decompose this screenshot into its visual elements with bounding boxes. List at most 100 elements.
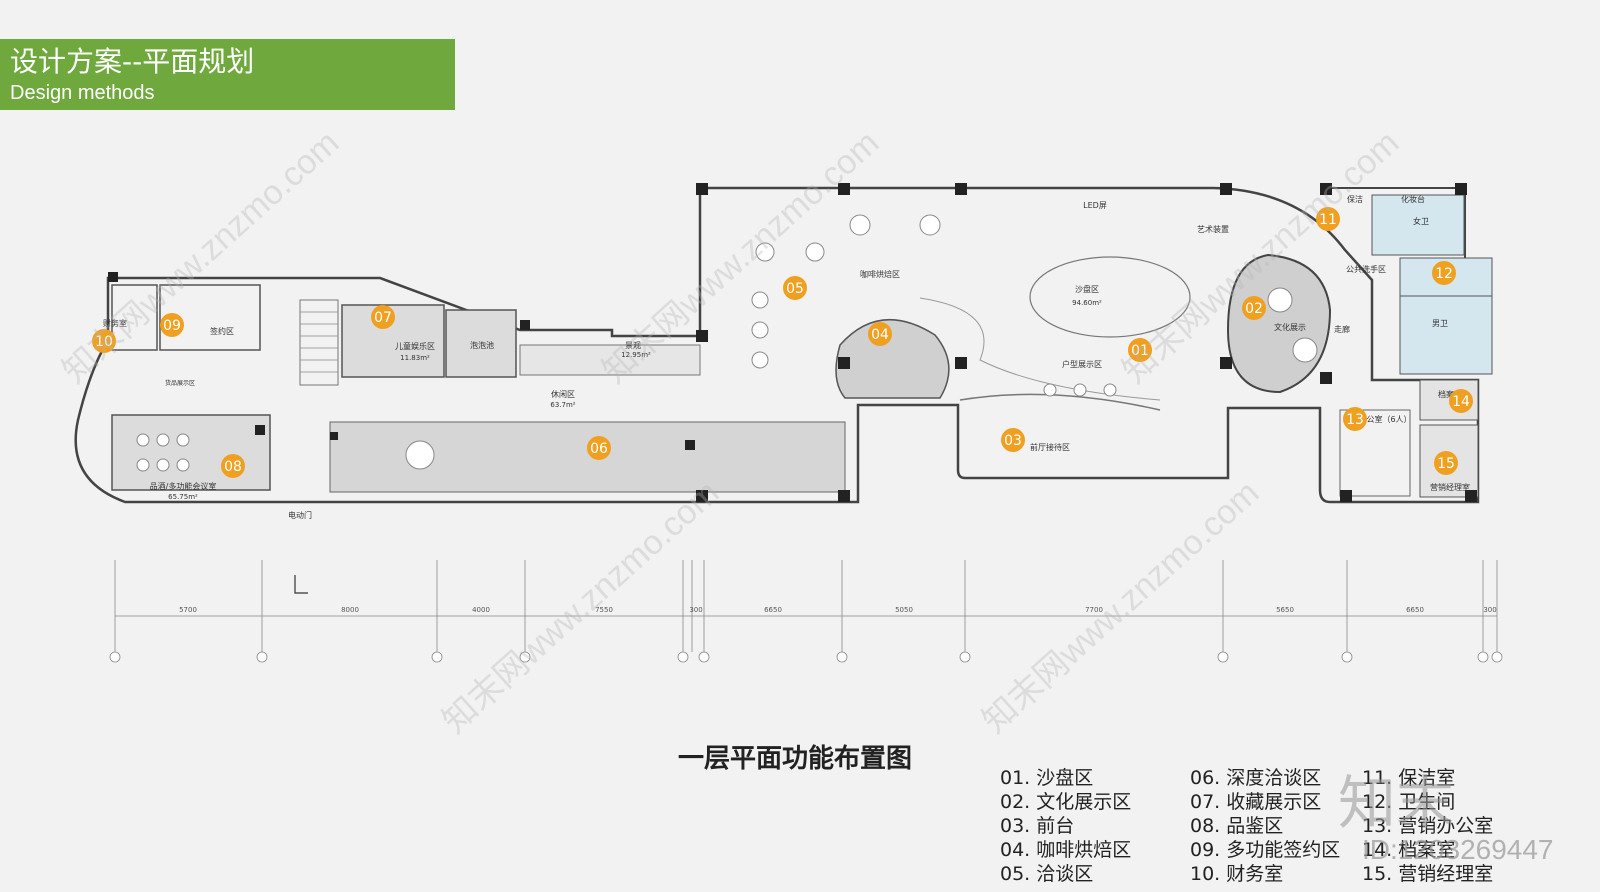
marker-05: 05	[783, 276, 807, 300]
label-door: 电动门	[288, 510, 312, 520]
label-office: 办公室（6人）	[1358, 414, 1411, 424]
floor-plan: 沙盘区 94.60m² 咖啡烘焙区 LED屏 艺术装置 文化展示 户型展示区 前…	[74, 183, 1503, 663]
marker-07: 07	[371, 305, 395, 329]
legend-col-2: 06. 深度洽谈区 07. 收藏展示区 08. 品鉴区 09. 多功能签约区 1…	[1190, 766, 1340, 886]
svg-text:13: 13	[1346, 412, 1364, 428]
label-art-install: 艺术装置	[1197, 224, 1229, 234]
sand-table	[1029, 256, 1191, 338]
reception-curve	[959, 393, 1161, 411]
svg-text:02: 02	[1245, 301, 1263, 317]
label-male-wc: 男卫	[1432, 319, 1448, 328]
label-female-wc: 女卫	[1413, 216, 1429, 226]
label-corridor: 走廊	[1334, 324, 1350, 334]
label-tasting-area: 65.75m²	[168, 493, 198, 501]
legend-item: 06. 深度洽谈区	[1190, 767, 1322, 789]
axis-bubbles	[109, 651, 1503, 663]
building-outline	[74, 186, 1480, 504]
label-finance: 财务室	[103, 318, 127, 328]
marker-10: 10	[92, 329, 116, 353]
dim-11: 300	[1483, 606, 1496, 614]
svg-text:12: 12	[1435, 266, 1453, 282]
label-scenery-area: 12.95m²	[621, 351, 651, 359]
dim-6: 6650	[764, 606, 782, 614]
ball-pool	[445, 309, 517, 378]
legend-item: 04. 咖啡烘焙区	[1000, 839, 1132, 861]
label-sand-table-area: 94.60m²	[1072, 299, 1102, 307]
dim-3: 4000	[472, 606, 490, 614]
legend-item: 11. 保洁室	[1362, 767, 1456, 789]
label-manager: 营销经理室	[1430, 482, 1470, 492]
signing-room	[159, 284, 261, 351]
marker-02: 02	[1242, 296, 1266, 320]
label-unit-display: 户型展示区	[1062, 359, 1102, 369]
svg-text:06: 06	[590, 441, 608, 457]
office-room	[1339, 409, 1411, 497]
svg-text:08: 08	[224, 459, 242, 475]
legend-col-1: 01. 沙盘区 02. 文化展示区 03. 前台 04. 咖啡烘焙区 05. 洽…	[1000, 766, 1131, 886]
plan-title: 一层平面功能布置图	[678, 744, 913, 774]
marker-08: 08	[221, 454, 245, 478]
svg-text:10: 10	[95, 334, 113, 350]
marker-09: 09	[160, 313, 184, 337]
zone-markers: 01 02 03 04 05 06 07 08 09 10 11 12 13 1…	[92, 207, 1473, 478]
legend-item: 10. 财务室	[1190, 863, 1284, 885]
marker-13: 13	[1343, 407, 1367, 431]
label-signing: 签约区	[210, 326, 234, 336]
legend-item: 02. 文化展示区	[1000, 791, 1132, 813]
legend-col-3: 11. 保洁室 12. 卫生间 13. 营销办公室 14. 档案室 15. 营销…	[1362, 766, 1493, 886]
dim-4: 7550	[595, 606, 613, 614]
svg-text:05: 05	[786, 281, 804, 297]
label-culture: 文化展示	[1274, 322, 1306, 332]
floor-curve	[919, 297, 1161, 401]
marker-04: 04	[868, 322, 892, 346]
legend-item: 12. 卫生间	[1362, 791, 1456, 813]
svg-text:01: 01	[1131, 343, 1149, 359]
legend-item: 07. 收藏展示区	[1190, 791, 1322, 813]
label-archive: 档案室	[1438, 389, 1462, 399]
dim-7: 5050	[895, 606, 913, 614]
label-storage: 货品展示区	[165, 379, 195, 387]
svg-text:15: 15	[1437, 456, 1455, 472]
label-kids: 儿童娱乐区	[395, 341, 435, 351]
label-makeup: 化妆台	[1401, 194, 1425, 204]
brand-watermark: 知末	[1338, 769, 1455, 837]
label-ball-pool: 泡泡池	[470, 340, 494, 350]
marker-03: 03	[1001, 428, 1025, 452]
tasting-room	[111, 414, 271, 491]
marker-06: 06	[587, 436, 611, 460]
label-lounge: 休闲区	[551, 389, 575, 399]
cafe-counter	[835, 318, 950, 399]
dim-2: 8000	[341, 606, 359, 614]
header-banner: 设计方案--平面规划 Design methods	[0, 39, 455, 110]
label-cafe: 咖啡烘焙区	[860, 269, 900, 279]
label-sand-table: 沙盘区	[1075, 284, 1099, 294]
finance-room	[111, 284, 158, 351]
marker-15: 15	[1434, 451, 1458, 475]
label-kids-area: 11.83m²	[400, 354, 430, 362]
svg-text:11: 11	[1319, 212, 1337, 228]
svg-text:14: 14	[1452, 394, 1470, 410]
image-id-watermark: ID:1203269447	[1362, 834, 1554, 865]
dim-1: 5700	[179, 606, 197, 614]
legend-item: 05. 洽谈区	[1000, 863, 1094, 885]
marker-12: 12	[1432, 261, 1456, 285]
page-subtitle: Design methods	[10, 82, 155, 104]
legend-item: 09. 多功能签约区	[1190, 839, 1341, 861]
dim-5: 300	[689, 606, 702, 614]
svg-text:03: 03	[1004, 433, 1022, 449]
legend-item: 13. 营销办公室	[1362, 815, 1494, 837]
marker-11: 11	[1316, 207, 1340, 231]
columns	[108, 183, 1477, 502]
dimension-line	[114, 560, 1498, 652]
page-title: 设计方案--平面规划	[10, 45, 255, 78]
legend-item: 01. 沙盘区	[1000, 767, 1094, 789]
legend-item: 03. 前台	[1000, 815, 1075, 837]
dim-8: 7700	[1085, 606, 1103, 614]
stair	[299, 299, 339, 386]
male-wc-room	[1399, 295, 1493, 375]
marker-01: 01	[1128, 338, 1152, 362]
female-wc-room	[1371, 194, 1465, 256]
label-tasting: 品酒/多功能会议室	[150, 481, 217, 491]
marker-14: 14	[1449, 389, 1473, 413]
legend-item: 15. 营销经理室	[1362, 863, 1494, 885]
